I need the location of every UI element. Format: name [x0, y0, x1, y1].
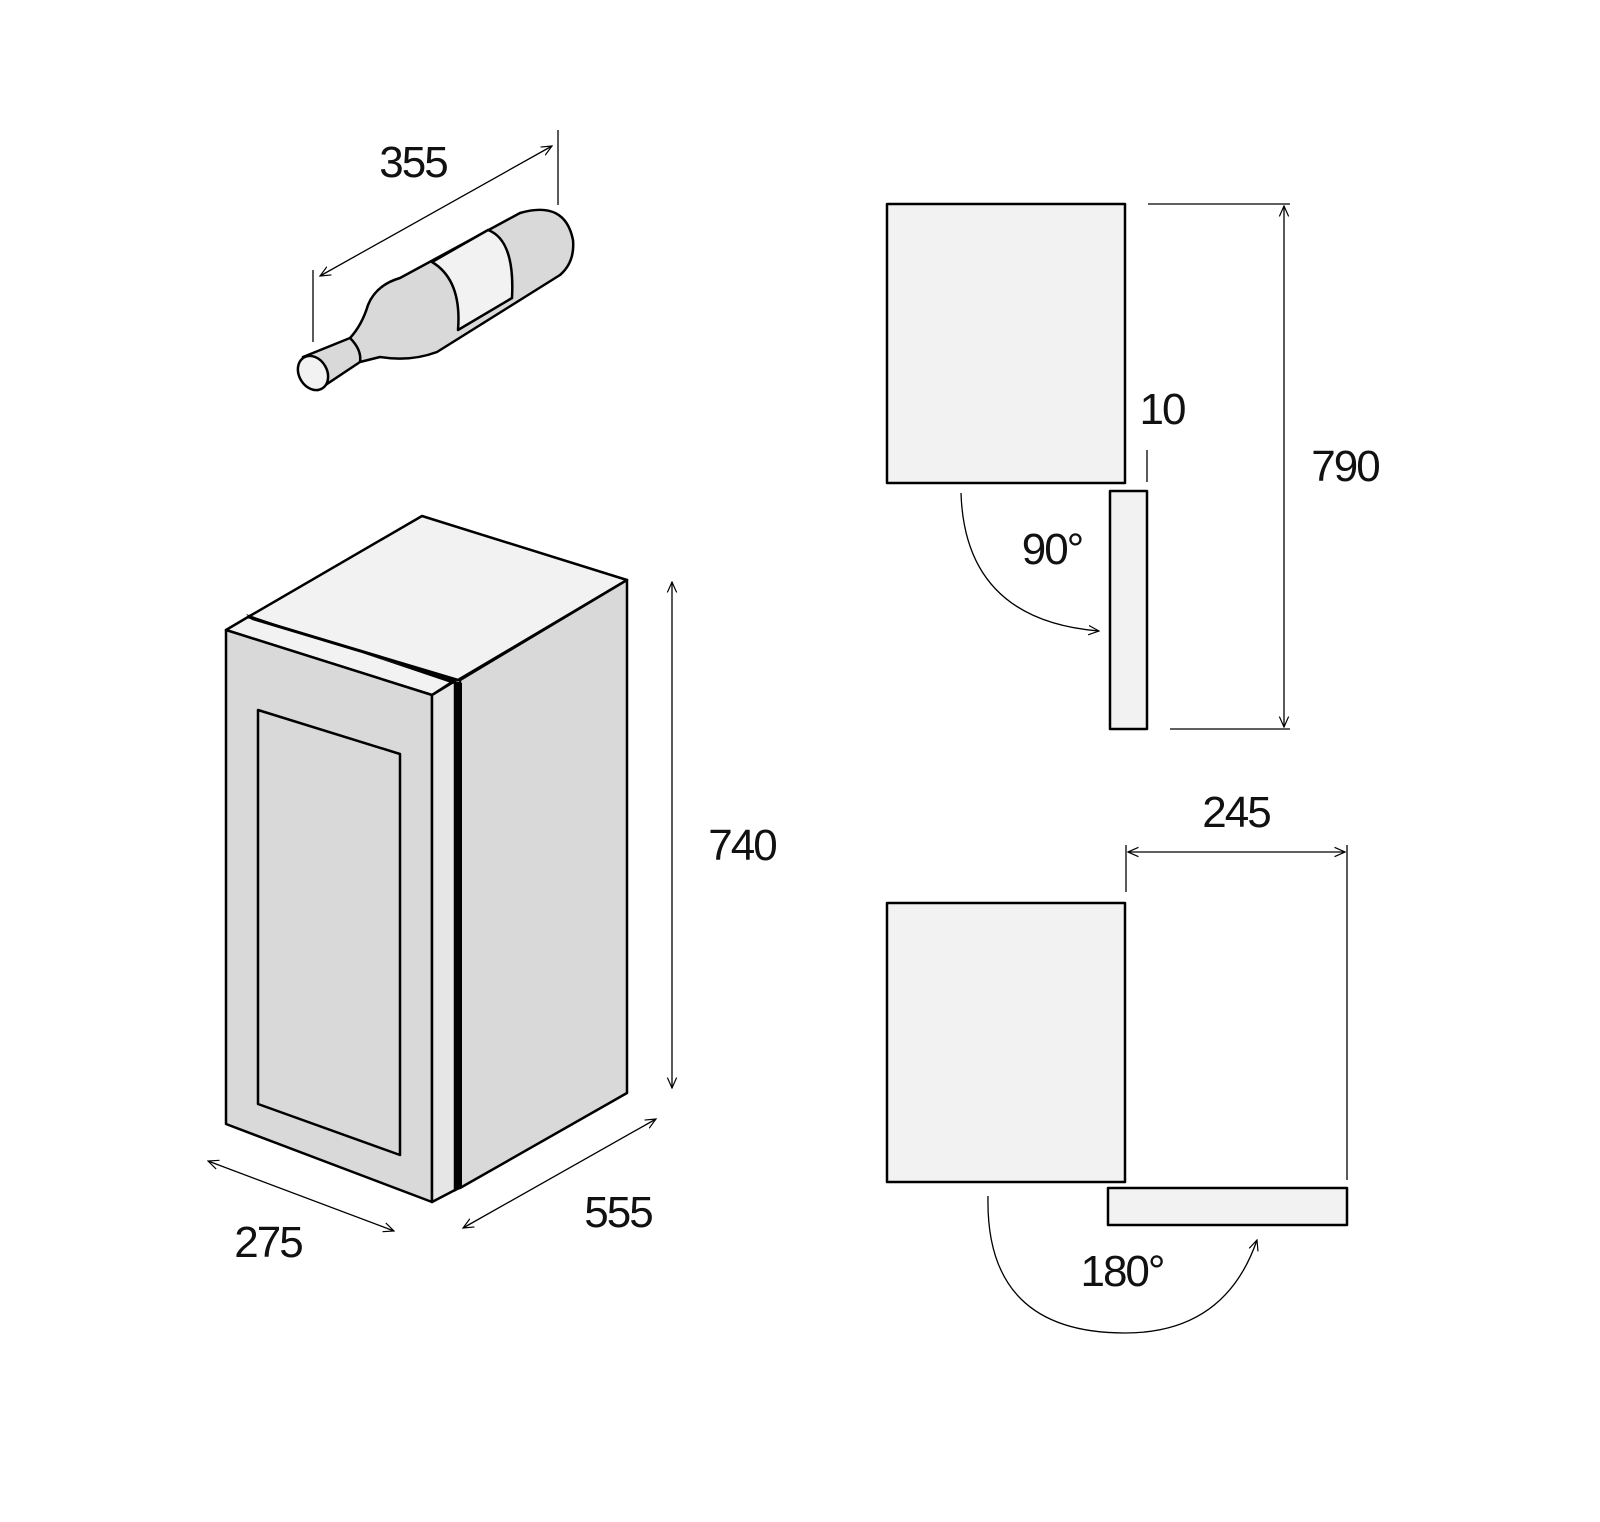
bottle-length-dimension-line [320, 146, 552, 276]
angle-180-label: 180° [1080, 1247, 1163, 1296]
clearance-label: 245 [1202, 788, 1270, 837]
wine-bottle-illustration: 355 [296, 130, 575, 392]
total-depth-label: 790 [1311, 442, 1379, 491]
gap-label: 10 [1140, 385, 1185, 434]
angle-90-label: 90° [1022, 525, 1083, 574]
cabinet-illustration: 740 275 555 [208, 514, 778, 1267]
cabinet-height-label: 740 [708, 821, 776, 870]
cabinet-width-label: 275 [234, 1218, 302, 1267]
door-90-plan: 790 10 90° [885, 202, 1381, 731]
bottle-length-label: 355 [379, 138, 447, 187]
cabinet-depth-label: 555 [584, 1188, 652, 1237]
door-180-plan: 245 180° [885, 788, 1349, 1334]
